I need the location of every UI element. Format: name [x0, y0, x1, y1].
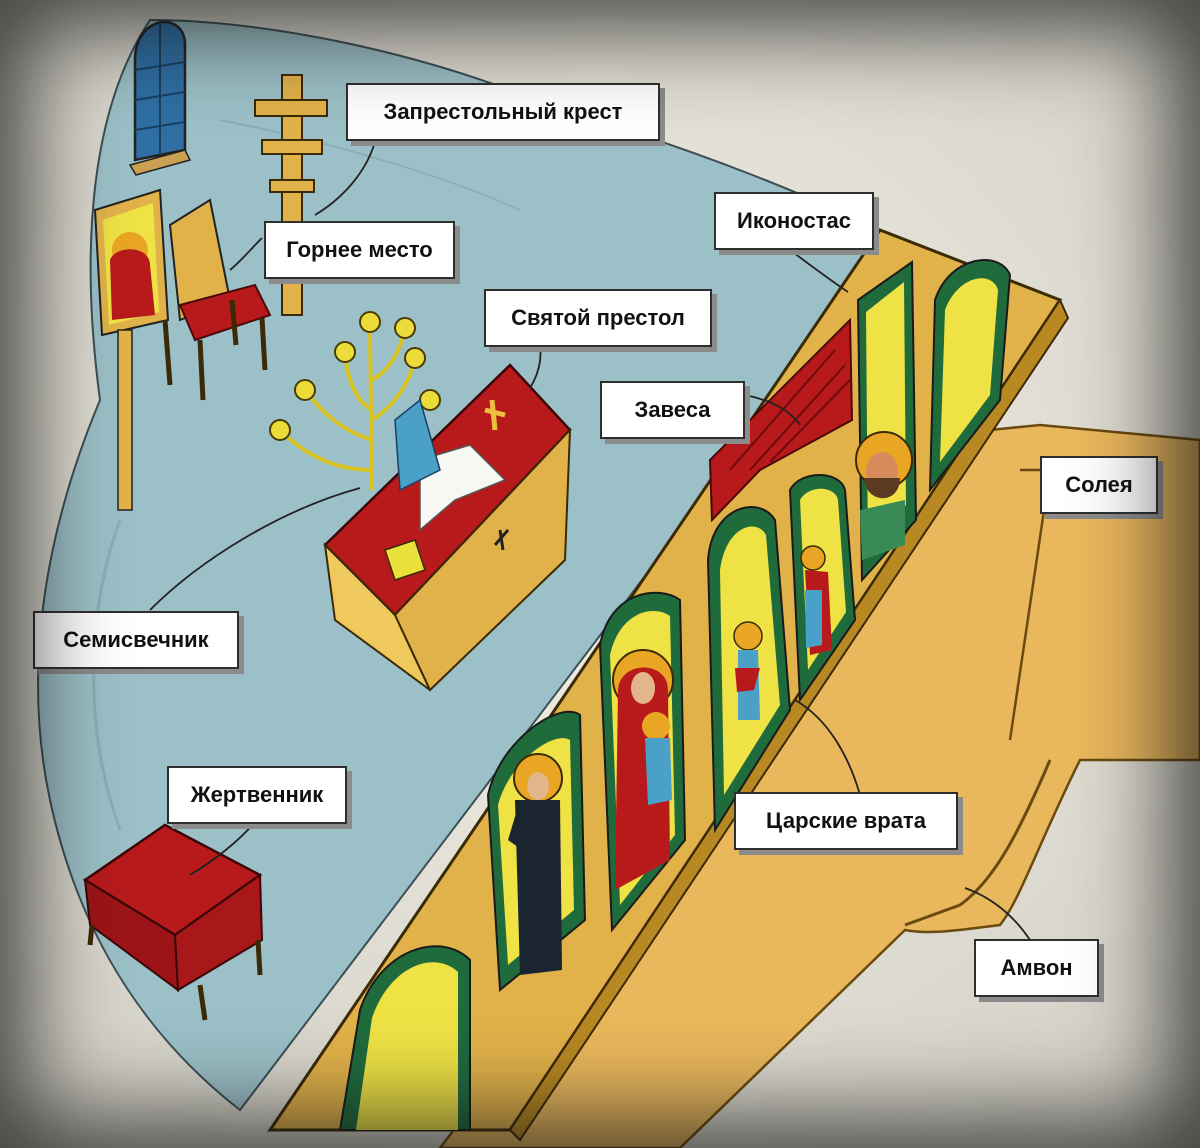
theotokos-stand-icon [93, 188, 170, 511]
callout-lines [149, 141, 1031, 941]
window [128, 20, 192, 176]
holy-altar-table [323, 363, 572, 692]
lower-arch-panel [338, 945, 471, 1131]
seven-branch-candlestick [269, 311, 441, 491]
label-gornee-mesto: Горнее место [264, 221, 455, 279]
royal-doors [706, 474, 857, 834]
table-of-oblation [82, 823, 264, 1021]
label-soleya: Солея [1040, 456, 1158, 514]
label-zavesa: Завеса [600, 381, 745, 439]
label-tsarskie-vrata: Царские врата [734, 792, 958, 850]
label-amvon: Амвон [974, 939, 1099, 997]
high-place-chair [162, 198, 272, 401]
theotokos-icon [598, 591, 687, 933]
saint-icon [855, 431, 913, 560]
upper-arch-panel [928, 259, 1012, 494]
label-ikonostas: Иконостас [714, 192, 874, 250]
saint-dark-robe-icon [486, 710, 587, 993]
label-svyatoy-prestol: Святой престол [484, 289, 712, 347]
label-zaprestolny-krest: Запрестольный крест [346, 83, 660, 141]
label-zhertvennik: Жертвенник [167, 766, 347, 824]
label-semisvechnik: Семисвечник [33, 611, 239, 669]
